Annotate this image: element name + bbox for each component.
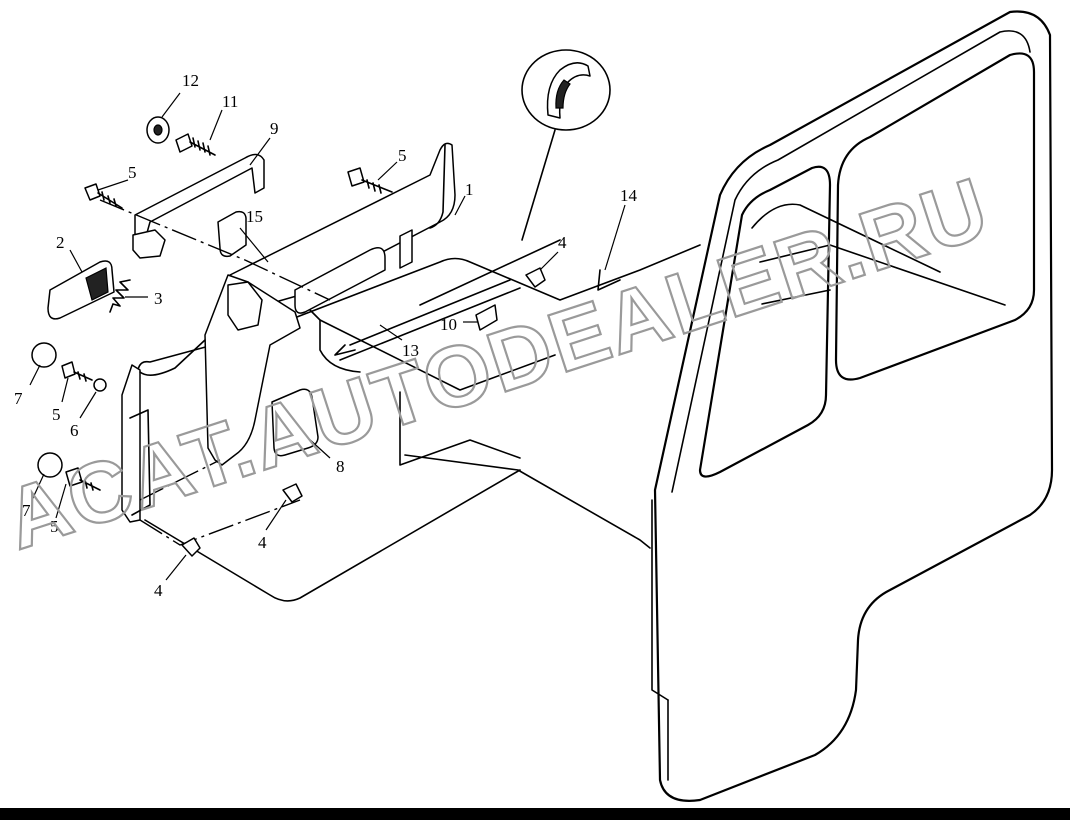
detail-seal <box>546 62 591 119</box>
callout-4: 4 <box>154 581 163 600</box>
cab-outer-frame <box>653 10 1054 802</box>
platform-step-lower <box>319 319 361 373</box>
detail-leader <box>521 129 556 241</box>
detail-seal-dark <box>555 79 571 109</box>
screw-5a <box>84 183 101 201</box>
callout-5: 5 <box>128 163 137 182</box>
handle-frame <box>134 153 265 241</box>
callout-12: 12 <box>182 71 199 90</box>
callout-5: 5 <box>52 405 61 424</box>
callout-labels: 12 11 9 5 5 1 14 15 2 4 3 10 13 7 5 6 8 … <box>14 71 638 600</box>
callout-4: 4 <box>258 533 267 552</box>
platform-step <box>399 391 521 466</box>
clip-lower <box>181 537 201 557</box>
screw-5b <box>347 167 365 187</box>
callout-7: 7 <box>14 389 23 408</box>
fasteners <box>31 116 393 491</box>
callout-15: 15 <box>246 207 263 226</box>
kick-panel-inner <box>129 409 151 516</box>
callout-13: 13 <box>402 341 419 360</box>
platform-top-edge <box>137 244 701 371</box>
callout-6: 6 <box>70 421 79 440</box>
rear-window <box>834 52 1036 381</box>
detail-view <box>521 49 611 131</box>
switch-knob <box>85 267 109 301</box>
bolt-11-shank <box>189 137 216 156</box>
callout-9: 9 <box>270 119 279 138</box>
rear-bracket <box>227 281 263 331</box>
clip-upper <box>525 267 546 288</box>
platform-bottom-edge <box>144 469 521 602</box>
callout-1: 1 <box>465 180 474 199</box>
spring <box>109 279 131 313</box>
screw-5b-shank <box>361 179 393 194</box>
screw-5c <box>61 361 76 379</box>
callout-11: 11 <box>222 92 238 111</box>
floor-strip <box>419 239 561 306</box>
door-edge <box>651 499 669 701</box>
screw-5d <box>65 467 83 487</box>
callout-7: 7 <box>22 501 31 520</box>
cap-7b <box>37 452 63 478</box>
bottom-bar <box>0 808 1070 820</box>
door-window <box>698 165 832 478</box>
cab-shell <box>651 10 1054 802</box>
callout-3: 3 <box>154 289 163 308</box>
callout-8: 8 <box>336 457 345 476</box>
leader-lines <box>29 92 626 581</box>
washer-6 <box>93 378 107 392</box>
floor-strip <box>349 279 511 346</box>
back-wall-fold <box>429 144 446 229</box>
nut-12-hole <box>153 124 163 136</box>
screw-5c-shank <box>73 371 93 382</box>
ref-line <box>99 199 331 301</box>
callout-2: 2 <box>56 233 65 252</box>
wall-bracket <box>399 229 413 269</box>
screw-5a-shank <box>97 191 123 209</box>
handle-frame-foot <box>132 229 166 259</box>
interior-line <box>751 203 941 273</box>
plate-14 <box>597 269 621 291</box>
bracket-10 <box>475 304 498 331</box>
callout-14: 14 <box>620 186 638 205</box>
callout-4: 4 <box>558 233 567 252</box>
arrow-13 <box>334 344 356 356</box>
callout-10: 10 <box>440 315 457 334</box>
box-15 <box>217 210 247 258</box>
tray-panel <box>271 388 319 457</box>
floor-strip <box>339 287 521 361</box>
cab-frame-inner <box>671 30 1031 493</box>
interior-line <box>761 289 831 305</box>
bottom-rail <box>139 339 206 376</box>
callout-5: 5 <box>398 146 407 165</box>
interior-line <box>759 244 1006 306</box>
wall-cutout <box>294 247 386 314</box>
detail-ellipse <box>521 49 611 131</box>
bolt-11 <box>175 133 193 153</box>
back-wall-panel <box>229 142 456 306</box>
ref-line <box>139 499 301 546</box>
floor-platform <box>47 129 701 602</box>
ref-line <box>139 459 221 501</box>
cap-7a <box>31 342 57 368</box>
clip-mid <box>282 483 303 503</box>
callout-5: 5 <box>50 517 59 536</box>
platform-front-edge <box>404 454 651 549</box>
left-side-panel <box>204 274 301 466</box>
screw-5d-shank <box>79 479 101 491</box>
